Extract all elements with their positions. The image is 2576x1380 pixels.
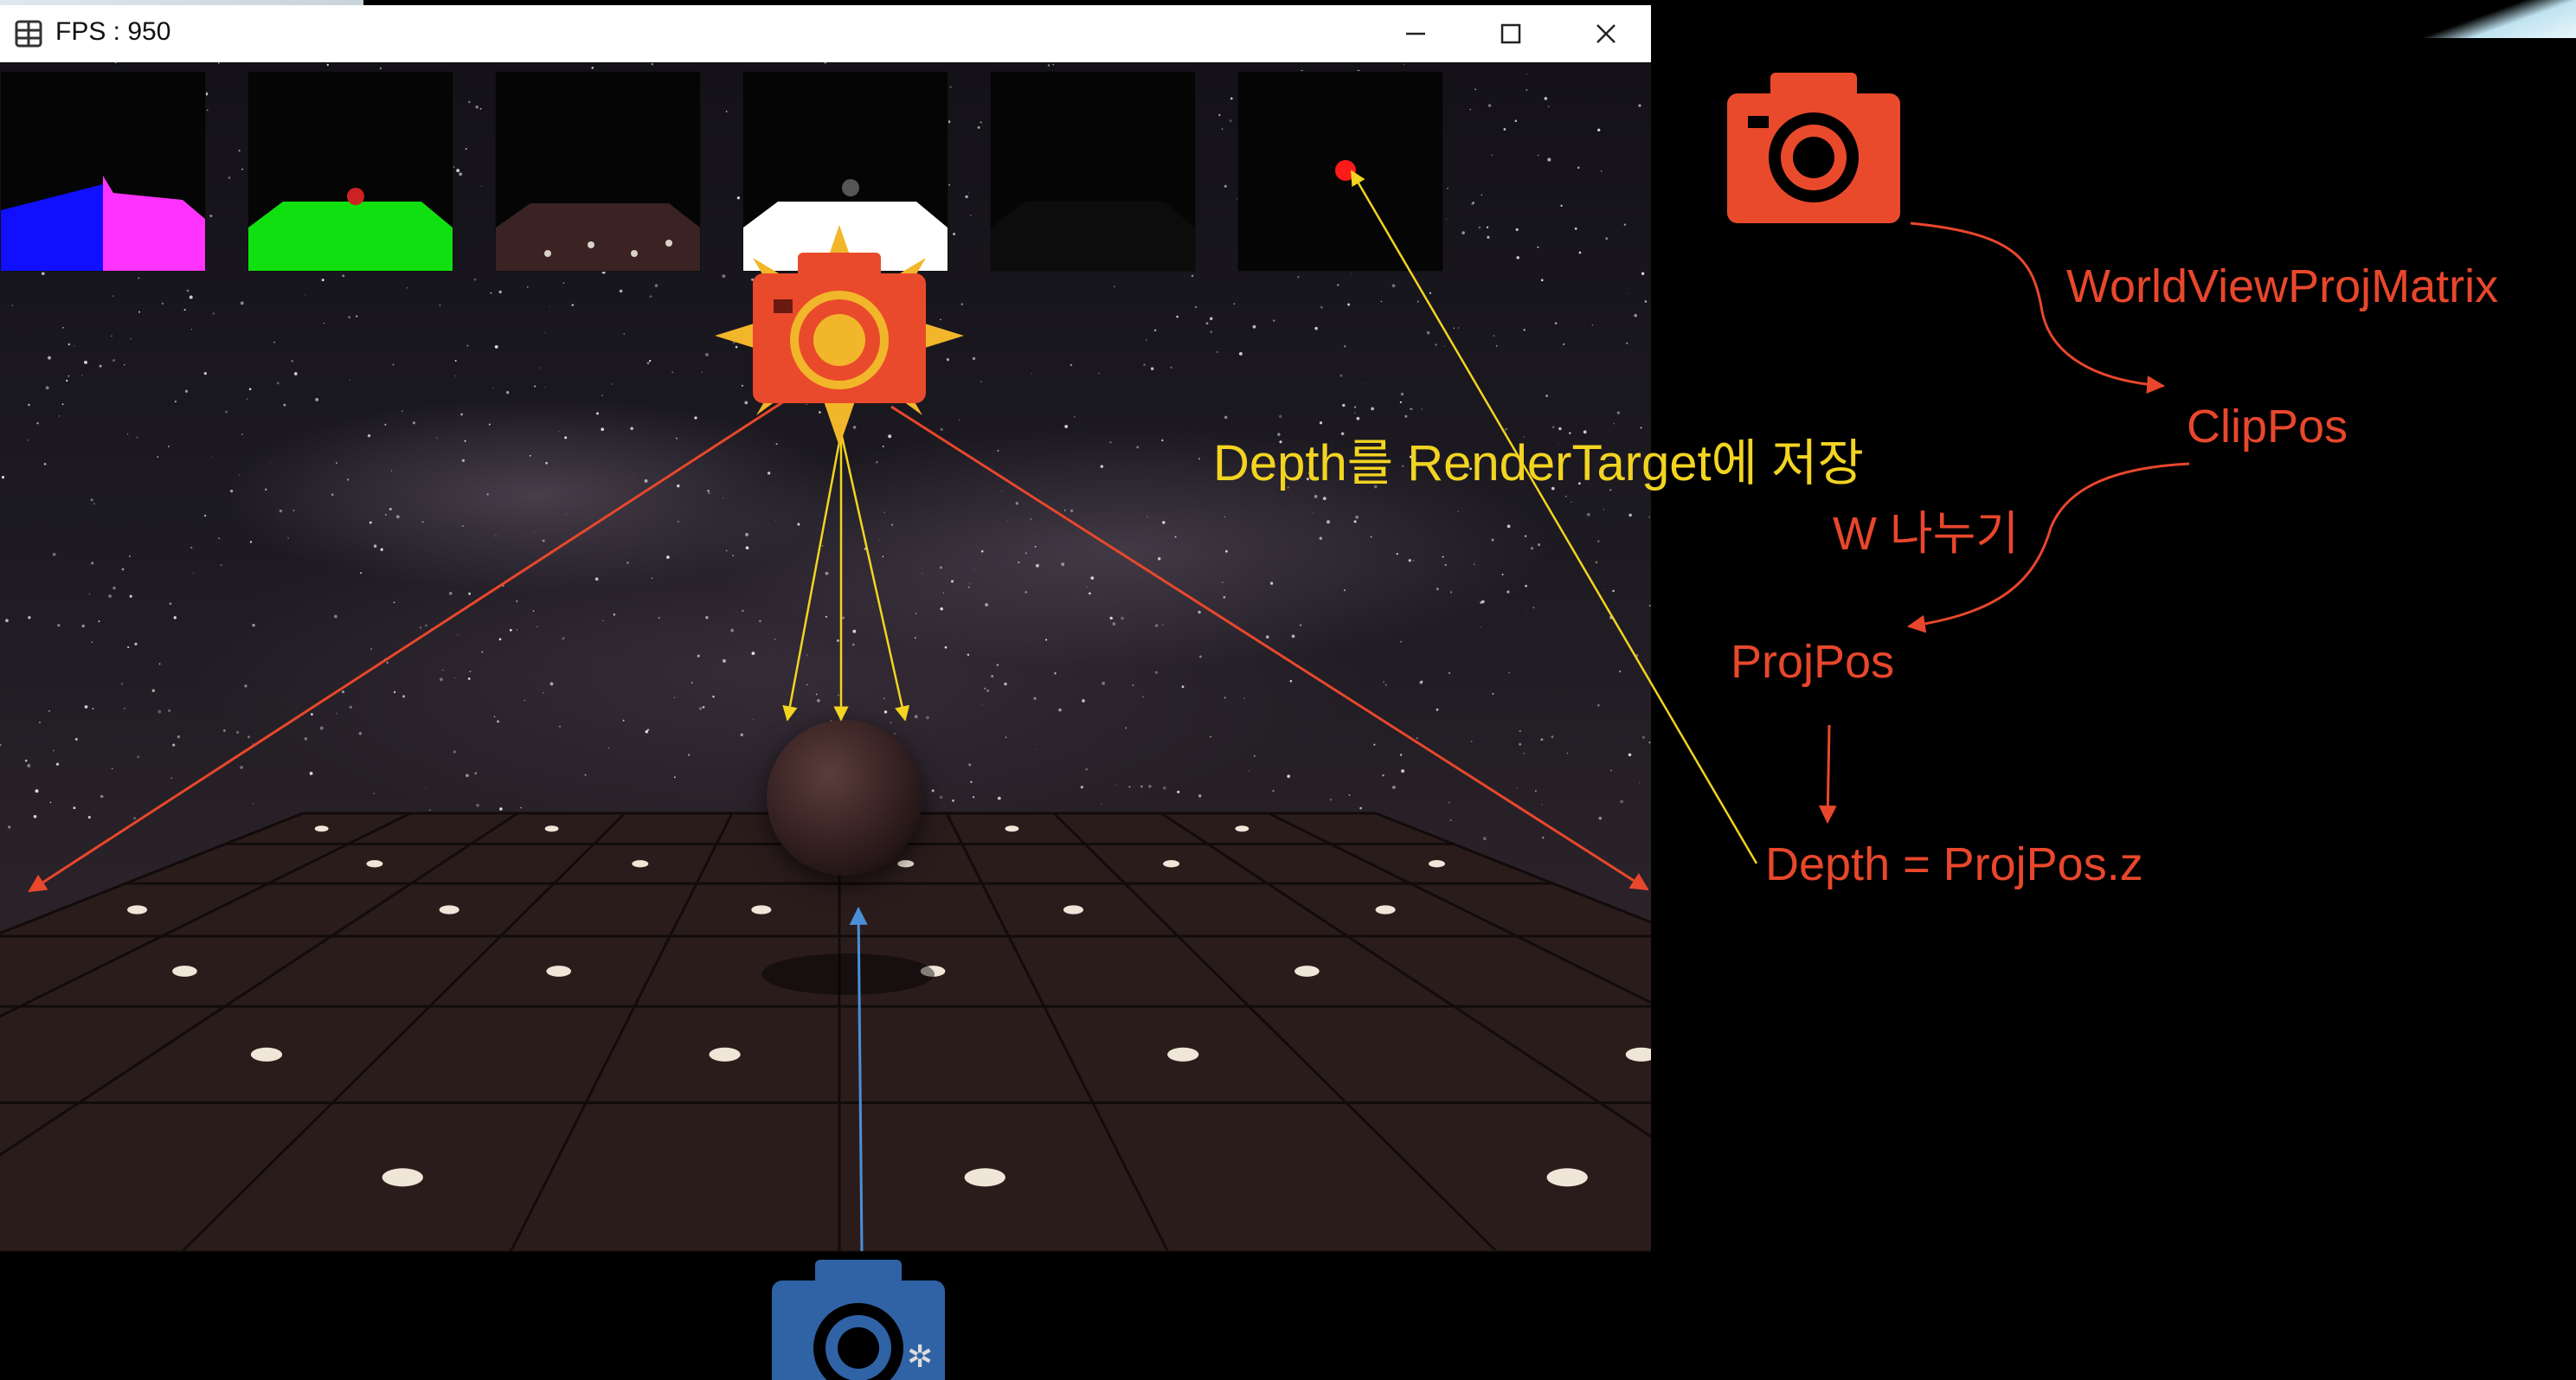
annotation-projpos: ProjPos — [1731, 636, 1895, 688]
annotation-worldviewproj: WorldViewProjMatrix — [2066, 260, 2499, 312]
depth-to-rendertarget-arrow — [1350, 170, 1758, 864]
minimize-icon — [1406, 32, 1425, 35]
frustum-left-arrow — [28, 396, 790, 893]
maximize-button[interactable] — [1462, 5, 1559, 62]
main-camera-ray — [849, 906, 868, 1252]
frustum-right-arrow — [890, 405, 1649, 891]
maximize-icon — [1500, 23, 1521, 44]
render-viewport[interactable] — [0, 62, 1651, 1252]
wvp-flow-arrow — [1910, 221, 2166, 395]
close-button[interactable] — [1558, 5, 1651, 62]
annotation-clippos: ClipPos — [2187, 401, 2348, 453]
render-target-2 — [247, 71, 453, 272]
wdivide-flow-arrow — [1906, 462, 2190, 633]
window-title: FPS : 950 — [55, 17, 171, 46]
depth-ray-right — [839, 432, 910, 722]
annotation-depth-save: Depth를 RenderTarget에 저장 — [1213, 435, 1864, 491]
title-bar[interactable]: FPS : 950 — [0, 5, 1651, 63]
close-icon — [1596, 24, 1616, 43]
render-target-1 — [0, 71, 206, 272]
depth-ray-left — [782, 432, 843, 722]
render-target-4 — [742, 71, 948, 272]
app-grid-icon — [15, 20, 42, 48]
sphere-object — [767, 720, 922, 876]
annotation-w-divide: W 나누기 — [1833, 508, 2020, 560]
background-top-strip — [0, 0, 363, 9]
sphere-shadow — [761, 953, 935, 995]
camera-icon — [1727, 73, 1900, 223]
desktop-corner-glow — [2420, 0, 2576, 38]
render-target-5 — [990, 71, 1196, 272]
tiled-floor — [0, 812, 1651, 1252]
projpos-to-depth-arrow — [1818, 724, 1837, 825]
annotation-depth-equation: Depth = ProjPos.z — [1765, 838, 2143, 890]
render-target-3 — [495, 71, 701, 272]
main-camera-icon: ✲ — [772, 1260, 945, 1380]
light-camera-icon — [715, 225, 964, 446]
render-target-6 — [1237, 71, 1443, 272]
minimize-button[interactable] — [1367, 5, 1464, 62]
svg-text:✲: ✲ — [907, 1339, 933, 1375]
